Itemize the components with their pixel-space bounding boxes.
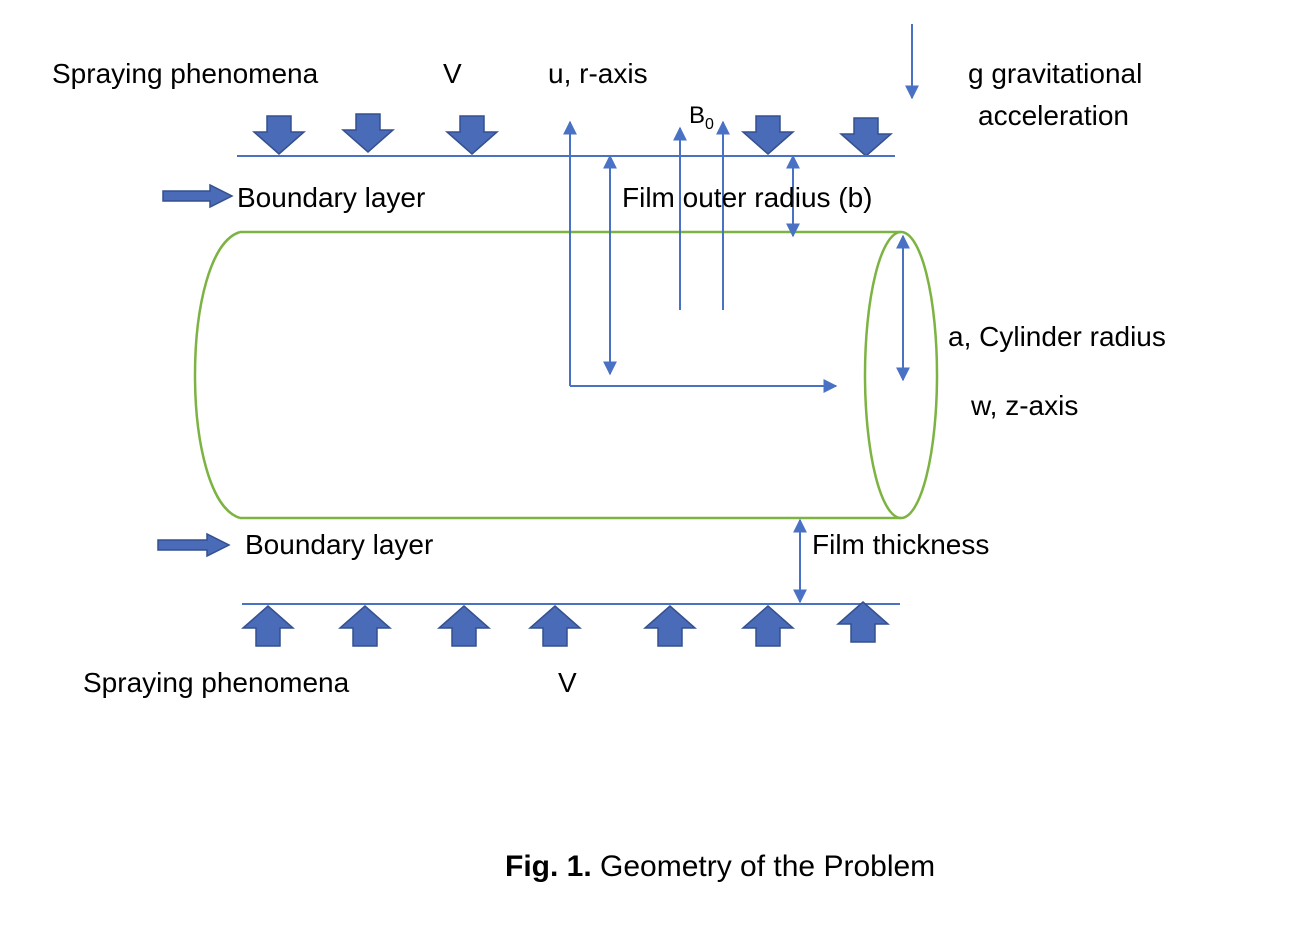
- velocity-bottom-label: V: [558, 667, 577, 698]
- top-spray-arrow-4: [741, 115, 795, 155]
- cylinder-right-end: [863, 230, 939, 520]
- cylinder: [193, 230, 939, 520]
- bottom-spray-arrow-1: [241, 605, 295, 647]
- spraying-top-label: Spraying phenomena: [52, 58, 319, 89]
- cylinder-left-end: [193, 230, 241, 520]
- top-spray-arrow-2: [341, 113, 395, 153]
- bottom-spray-arrow-2: [338, 605, 392, 647]
- velocity-top-label: V: [443, 58, 462, 89]
- figure-caption: Fig. 1. Geometry of the Problem: [505, 850, 935, 884]
- magnetic-field-label: B0: [689, 102, 714, 139]
- figure-title: Geometry of the Problem: [591, 850, 936, 883]
- gravity-label-line2: acceleration: [978, 100, 1129, 131]
- spraying-bottom-label: Spraying phenomena: [83, 667, 350, 698]
- z-axis-label: w, z-axis: [971, 390, 1079, 421]
- cylinder-radius-label: a, Cylinder radius: [948, 321, 1166, 352]
- boundary-bottom-label: Boundary layer: [245, 529, 434, 560]
- bottom-boundary-arrow: [157, 532, 231, 558]
- bottom-spray-arrow-7: [836, 601, 890, 643]
- top-spray-arrow-5: [839, 117, 893, 157]
- magnetic-field-symbol: B: [689, 102, 706, 129]
- bottom-spray-arrow-4: [528, 605, 582, 647]
- film-outer-radius-label: Film outer radius (b): [622, 182, 873, 213]
- gravity-label-line1: g gravitational: [968, 58, 1143, 89]
- top-spray-arrows: [252, 113, 893, 157]
- boundary-top-label: Boundary layer: [237, 182, 426, 213]
- bottom-spray-arrow-3: [437, 605, 491, 647]
- top-spray-arrow-3: [445, 115, 499, 155]
- r-axis-label: u, r-axis: [548, 58, 648, 89]
- film-thickness-label: Film thickness: [812, 529, 990, 560]
- top-spray-arrow-1: [252, 115, 306, 155]
- bottom-spray-arrows: [241, 601, 890, 647]
- figure-number: Fig. 1.: [505, 850, 592, 883]
- top-boundary-arrow: [162, 183, 234, 209]
- bottom-spray-arrow-6: [741, 605, 795, 647]
- magnetic-field-subscript: 0: [705, 115, 714, 133]
- bottom-spray-arrow-5: [643, 605, 697, 647]
